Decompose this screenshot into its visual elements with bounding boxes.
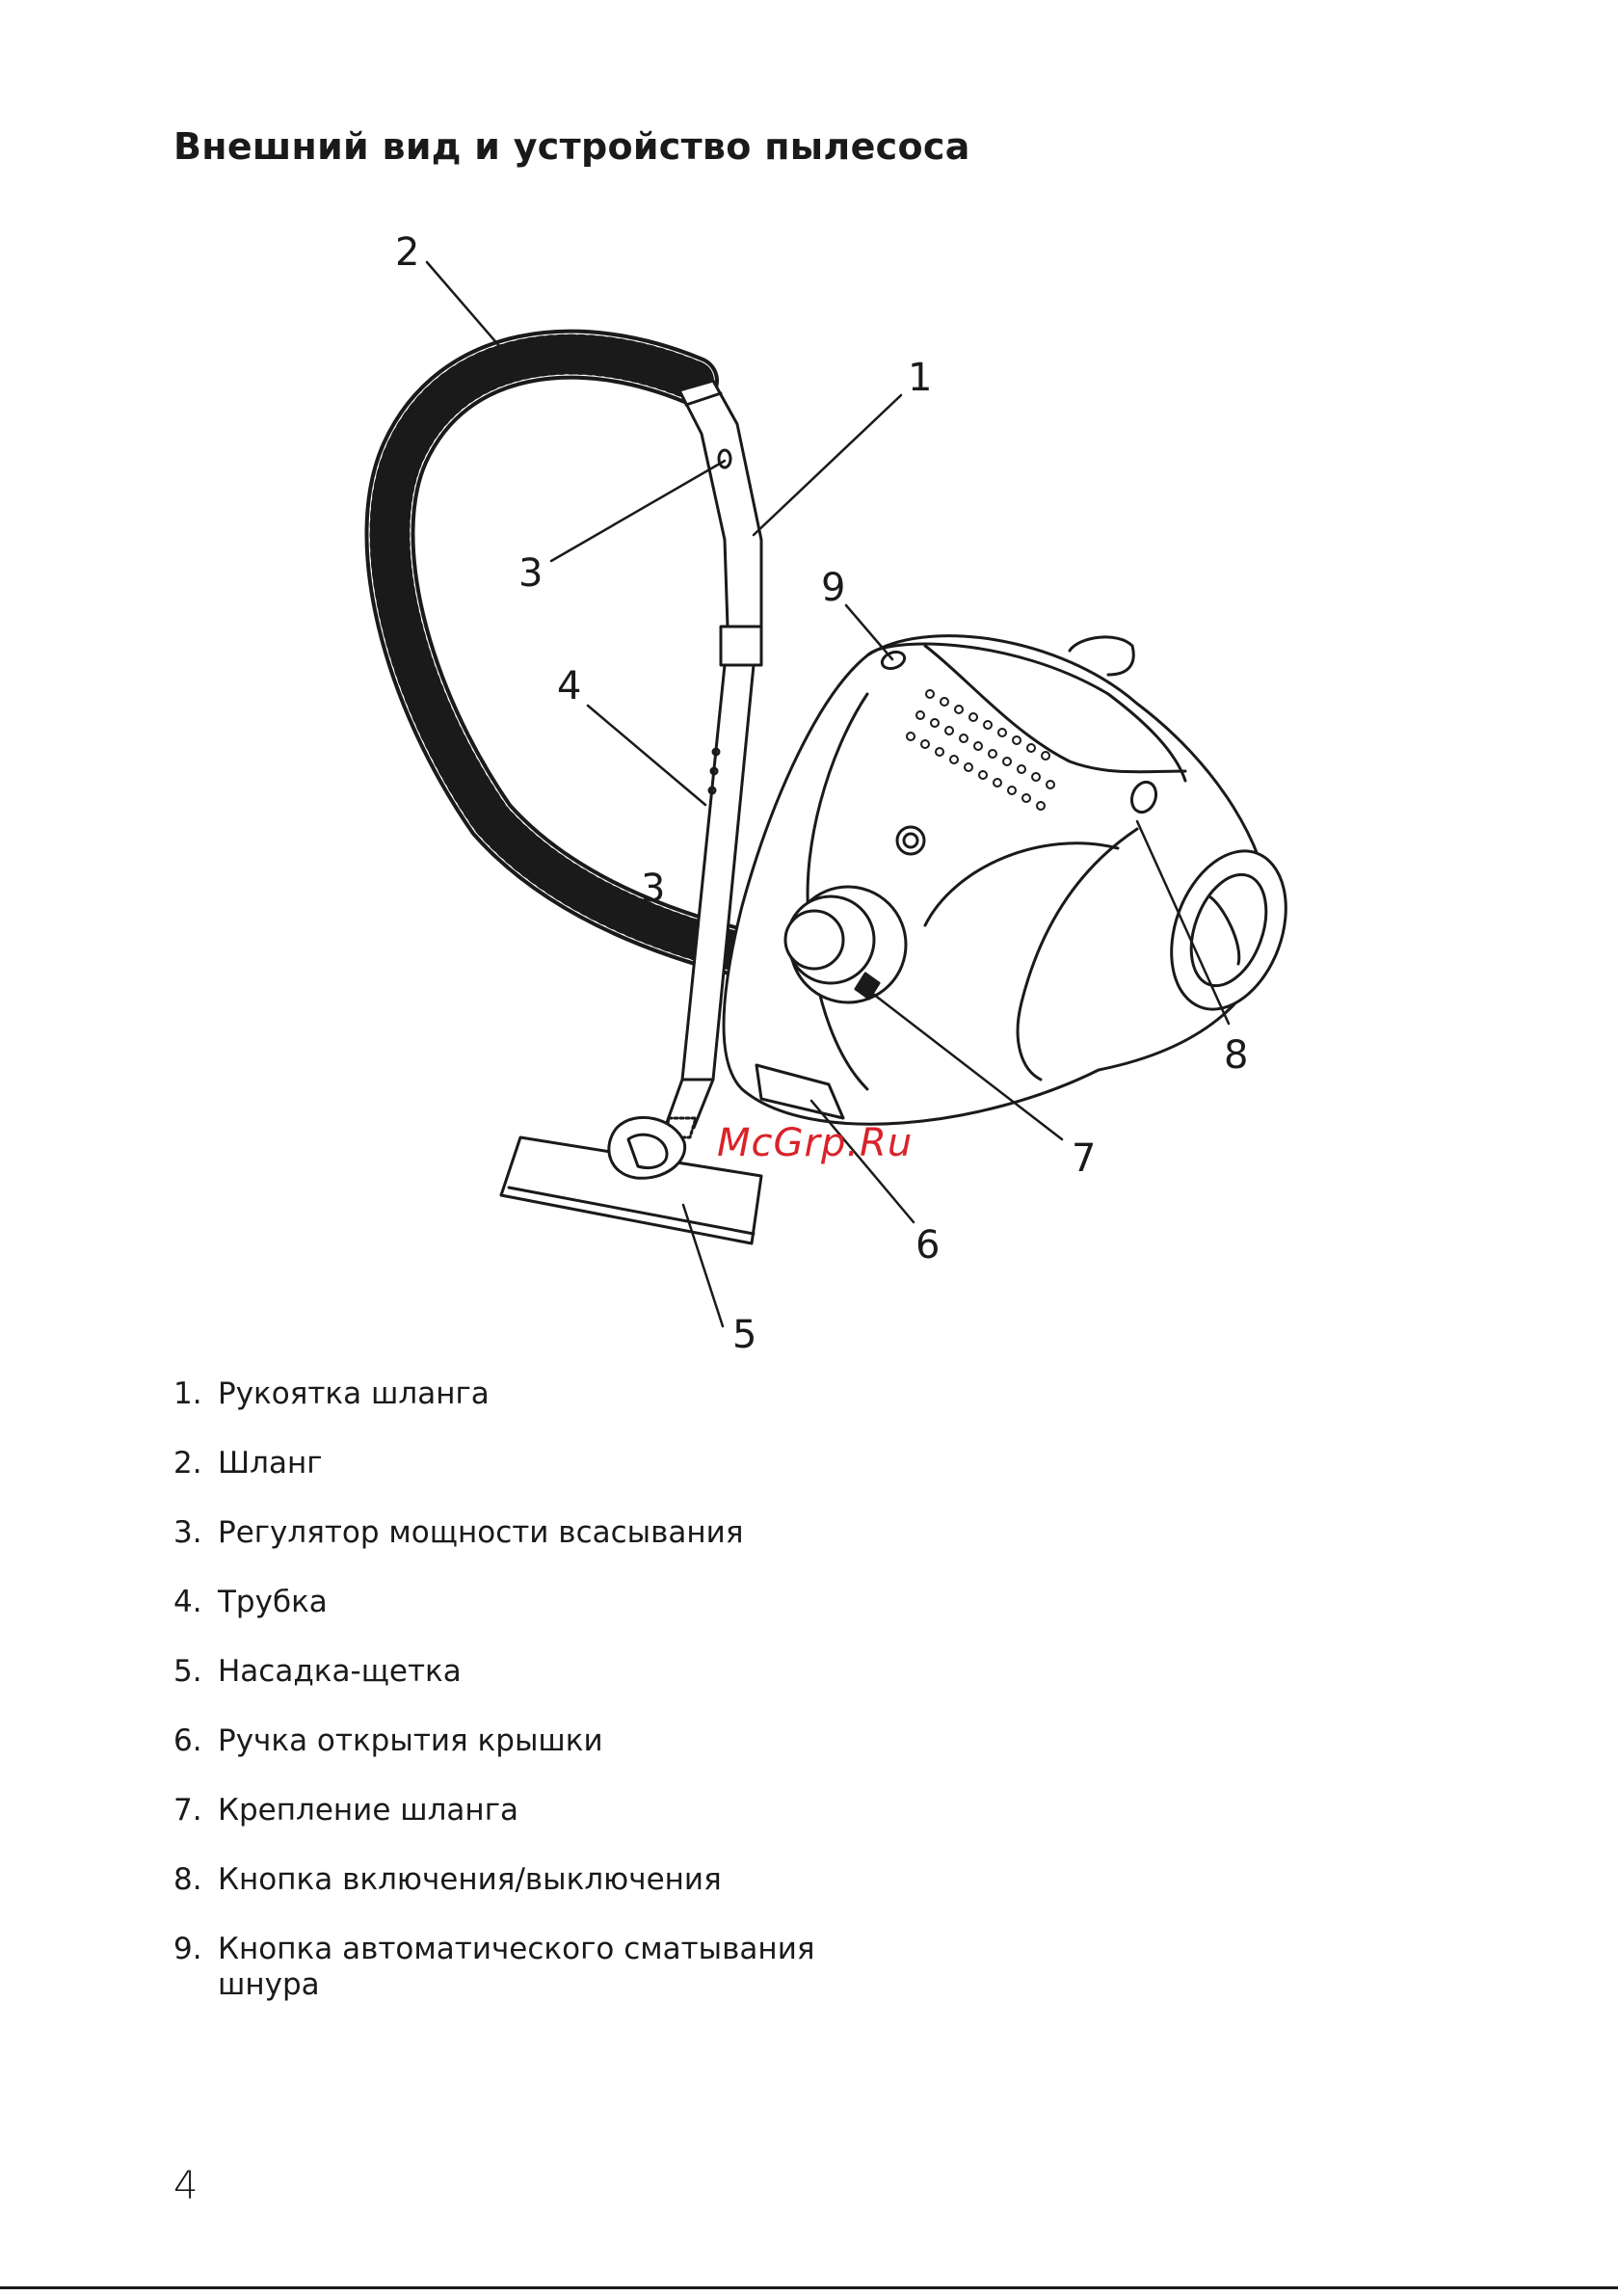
- legend-text: Шланг: [218, 1446, 323, 1481]
- legend-text: Ручка открытия крышки: [218, 1723, 603, 1758]
- legend-number: 9.: [173, 1932, 202, 1967]
- hose-handle: [679, 381, 761, 627]
- legend-number: 8.: [173, 1862, 202, 1898]
- legend-number: 5.: [173, 1654, 202, 1690]
- legend-item: 2. Шланг: [173, 1446, 912, 1482]
- legend-number: 3.: [173, 1515, 202, 1551]
- callout-5: 5: [732, 1313, 756, 1357]
- callout-3-top: 3: [518, 551, 543, 596]
- callout-8: 8: [1224, 1033, 1248, 1078]
- legend-number: 6.: [173, 1723, 202, 1759]
- parts-legend: 1. Рукоятка шланга 2. Шланг 3. Регулятор мо…: [173, 1376, 912, 2037]
- page-number: 4: [173, 2164, 198, 2208]
- callout-7: 7: [1072, 1136, 1096, 1181]
- legend-item: 5. Насадка-щетка: [173, 1654, 912, 1690]
- legend-item: 8. Кнопка включения/выключения: [173, 1862, 912, 1898]
- legend-number: 2.: [173, 1446, 202, 1482]
- legend-text: Кнопка автоматического сматывания шнура: [218, 1932, 815, 2002]
- watermark: McGrp.Ru: [717, 1121, 913, 1165]
- callout-9: 9: [821, 566, 845, 610]
- bottom-rule: [0, 2286, 1618, 2289]
- legend-text: Трубка: [218, 1585, 328, 1619]
- legend-number: 1.: [173, 1376, 202, 1412]
- legend-number: 7.: [173, 1793, 202, 1829]
- legend-text: Регулятор мощности всасывания: [218, 1515, 743, 1550]
- callout-1: 1: [908, 356, 932, 400]
- legend-item: 9. Кнопка автоматического сматывания шнур…: [173, 1932, 815, 2003]
- legend-item: 1. Рукоятка шланга: [173, 1376, 912, 1412]
- vacuum-body: [724, 636, 1307, 1125]
- callout-2: 2: [395, 230, 419, 275]
- callout-4: 4: [557, 664, 581, 708]
- legend-text: Рукоятка шланга: [218, 1376, 490, 1411]
- callout-6: 6: [915, 1223, 940, 1268]
- legend-item: 7. Крепление шланга: [173, 1793, 912, 1829]
- legend-text: Насадка-щетка: [218, 1654, 462, 1689]
- legend-text: Крепление шланга: [218, 1793, 518, 1828]
- legend-item: 6. Ручка открытия крышки: [173, 1723, 912, 1759]
- legend-item: 3. Регулятор мощности всасывания: [173, 1515, 912, 1551]
- legend-number: 4.: [173, 1585, 202, 1620]
- legend-item: 4. Трубка: [173, 1585, 912, 1620]
- callout-3-bottom: 3: [641, 867, 665, 911]
- legend-text: Кнопка включения/выключения: [218, 1862, 722, 1897]
